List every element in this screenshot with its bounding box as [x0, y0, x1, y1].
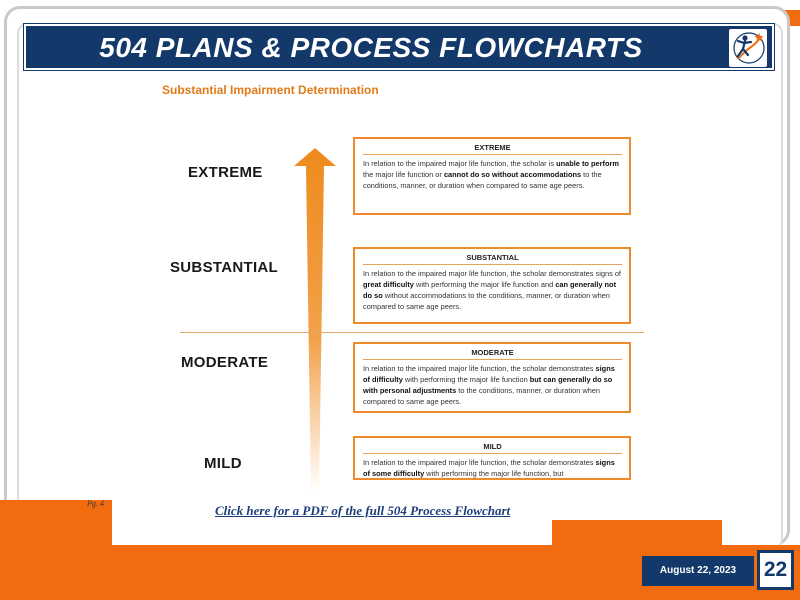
card-text: In relation to the impaired major life f…: [363, 159, 557, 168]
card-body: In relation to the impaired major life f…: [363, 268, 622, 312]
page-title: 504 PLANS & PROCESS FLOWCHARTS: [99, 32, 643, 63]
card-emphasis: great difficulty: [363, 280, 414, 289]
figure-subtitle: Substantial Impairment Determination: [162, 83, 379, 97]
card-title: EXTREME: [363, 143, 622, 155]
page-number: 22: [763, 558, 788, 581]
card-body: In relation to the impaired major life f…: [363, 363, 622, 407]
card-text: without accommodations to the conditions…: [363, 291, 610, 311]
card-title: MILD: [363, 442, 622, 454]
card-emphasis: cannot do so without accommodations: [443, 170, 582, 179]
level-mild: MILD: [204, 455, 242, 472]
card-emphasis: signs of difficulty: [363, 364, 615, 384]
severity-arrow: [294, 148, 336, 493]
page-reference: Pg. 4: [87, 499, 104, 508]
card-substantial: SUBSTANTIAL In relation to the impaired …: [353, 247, 631, 324]
level-extreme: EXTREME: [188, 164, 263, 181]
card-text: In relation to the impaired major life f…: [363, 458, 596, 467]
level-moderate: MODERATE: [181, 354, 269, 371]
card-emphasis: signs of some difficulty: [363, 458, 615, 478]
card-text: with performing the major life function …: [413, 280, 556, 289]
card-text: to the conditions, manner, or duration w…: [363, 170, 602, 190]
card-title: SUBSTANTIAL: [363, 253, 622, 265]
card-emphasis: unable to perform: [556, 159, 619, 168]
card-text: In relation to the impaired major life f…: [363, 269, 621, 278]
logo-icon: [729, 29, 767, 67]
level-substantial: SUBSTANTIAL: [170, 259, 279, 276]
orange-accent-bottom-mid: [552, 520, 722, 550]
card-body: In relation to the impaired major life f…: [363, 457, 622, 478]
pdf-flowchart-link[interactable]: Click here for a PDF of the full 504 Pro…: [215, 503, 511, 518]
title-bar: 504 PLANS & PROCESS FLOWCHARTS: [23, 23, 775, 71]
card-mild: MILD In relation to the impaired major l…: [353, 436, 631, 480]
card-emphasis: but can generally do so with personal ad…: [363, 375, 613, 395]
card-body: In relation to the impaired major life f…: [363, 158, 622, 191]
card-extreme: EXTREME In relation to the impaired majo…: [353, 137, 631, 215]
card-title: MODERATE: [363, 348, 622, 360]
card-text: to the conditions, manner, or duration w…: [363, 386, 601, 406]
card-text: with performing the major life function,…: [424, 469, 564, 478]
date-badge: August 22, 2023: [642, 556, 754, 586]
card-moderate: MODERATE In relation to the impaired maj…: [353, 342, 631, 413]
card-emphasis: can generally not do so: [363, 280, 617, 300]
card-text: In relation to the impaired major life f…: [363, 364, 596, 373]
page-number-box: 22: [757, 550, 794, 590]
card-text: with performing the major life function: [402, 375, 530, 384]
card-text: the major life function or: [363, 170, 444, 179]
threshold-divider: [180, 332, 644, 333]
